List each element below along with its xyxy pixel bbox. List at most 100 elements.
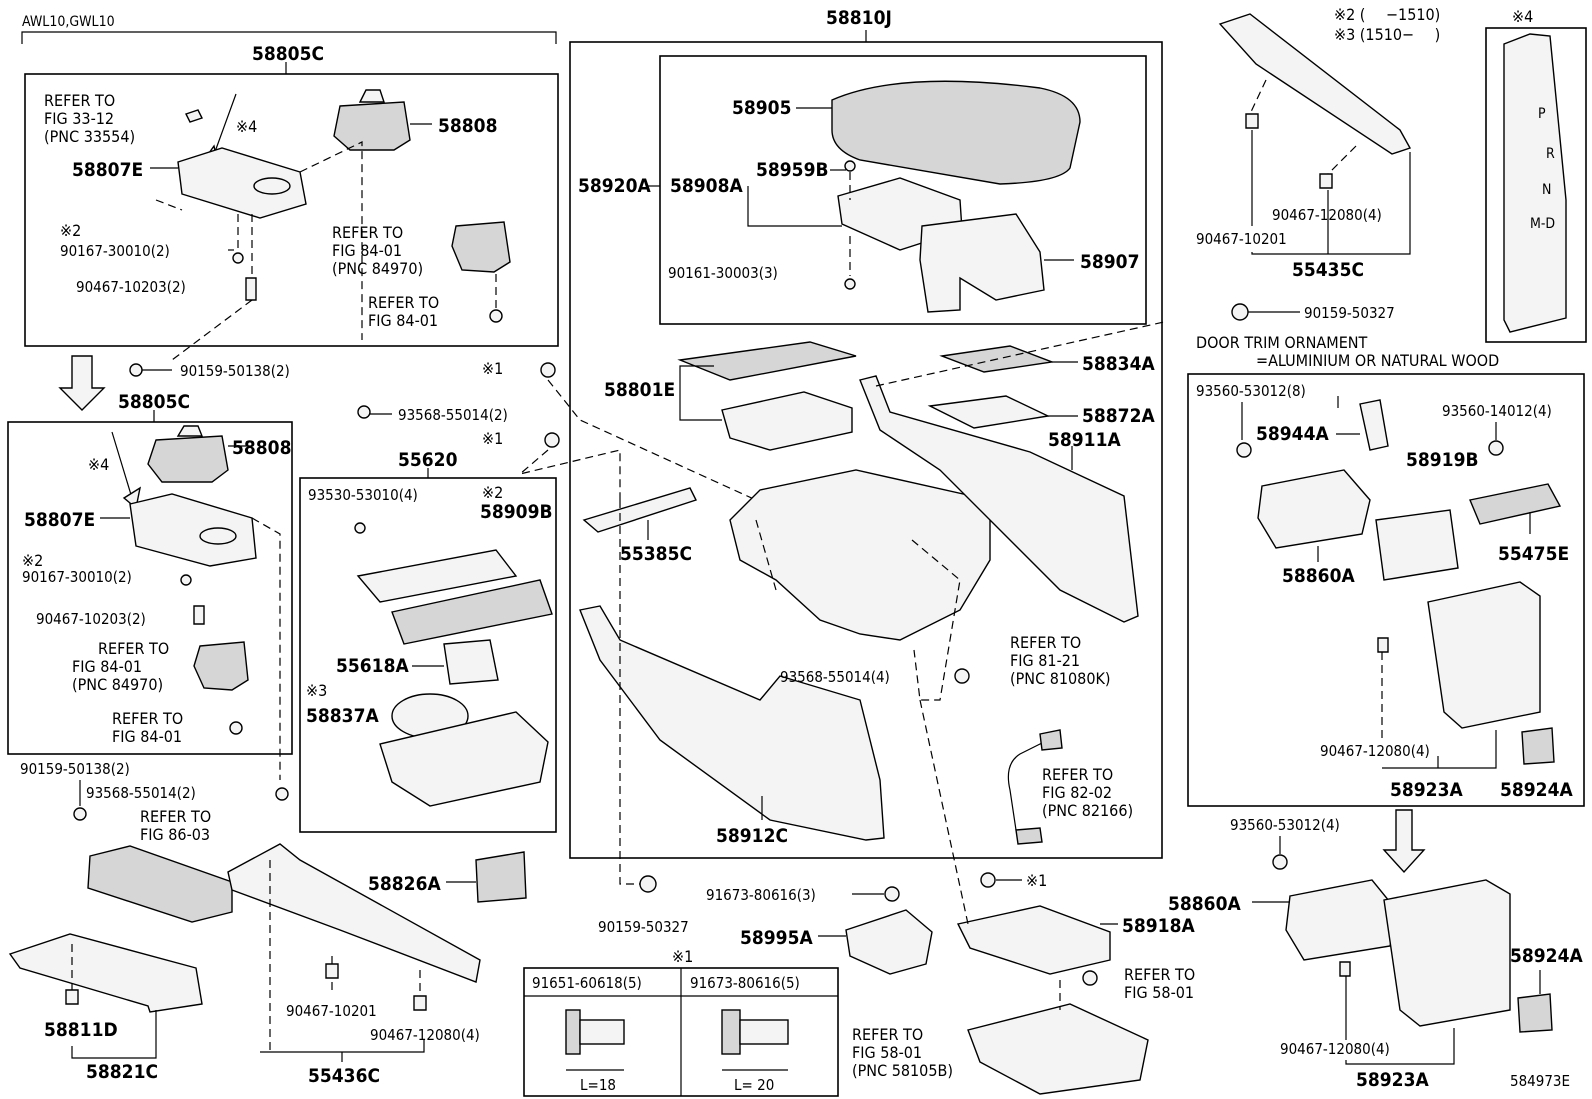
- part-90467-12080-c[interactable]: 90467-12080(4): [1320, 742, 1430, 760]
- part-90467-12080-d[interactable]: 90467-12080(4): [1280, 1040, 1390, 1058]
- bezel-58919B[interactable]: [1375, 509, 1459, 581]
- side-panel-58912C[interactable]: [579, 605, 885, 841]
- part-58995A[interactable]: 58995A: [740, 927, 813, 949]
- part-58807E-b[interactable]: 58807E: [24, 509, 95, 531]
- armrest-58905[interactable]: [831, 80, 1081, 185]
- part-58959B[interactable]: 58959B: [756, 159, 829, 181]
- part-90467-12080-a[interactable]: 90467-12080(4): [370, 1026, 480, 1044]
- part-55618A[interactable]: 55618A: [336, 655, 409, 677]
- tray-mat-58801E[interactable]: [677, 341, 857, 381]
- shift-knob-58808[interactable]: [333, 101, 411, 151]
- console-body[interactable]: [729, 469, 991, 641]
- part-90467-10201-b[interactable]: 90467-10201: [1196, 230, 1287, 248]
- part-90167-30010-b[interactable]: 90167-30010(2): [22, 568, 132, 586]
- part-93568-55014-b[interactable]: 93568-55014(2): [86, 784, 196, 802]
- side-trim-55436C[interactable]: [227, 843, 481, 983]
- part-58808-b[interactable]: 58808: [232, 437, 291, 459]
- ref-fig-81-21[interactable]: REFER TO FIG 81-21 (PNC 81080K): [1010, 633, 1111, 688]
- vent-58860A[interactable]: [1285, 879, 1399, 961]
- ref-fig-58-01-b[interactable]: REFER TO FIG 58-01 (PNC 58105B): [852, 1025, 953, 1080]
- lid-55620[interactable]: [391, 579, 553, 645]
- holder-55618A[interactable]: [443, 639, 499, 685]
- ornament-58944A[interactable]: [1359, 399, 1389, 451]
- mat-58872A[interactable]: [927, 395, 1051, 429]
- shift-indicator-plate[interactable]: [1503, 33, 1567, 333]
- part-58912C[interactable]: 58912C: [716, 825, 788, 847]
- part-58821C[interactable]: 58821C: [86, 1061, 158, 1083]
- part-58860A-b[interactable]: 58860A: [1168, 893, 1241, 915]
- part-90467-10203-b[interactable]: 90467-10203(2): [36, 610, 146, 628]
- shift-bezel-58807E[interactable]: [177, 147, 307, 219]
- part-58805C-b[interactable]: 58805C: [118, 391, 190, 413]
- part-58837A[interactable]: 58837A: [306, 705, 379, 727]
- part-93560-14012[interactable]: 93560-14012(4): [1442, 402, 1552, 420]
- bracket-58918A[interactable]: [956, 905, 1111, 975]
- part-58808-a[interactable]: 58808: [438, 115, 497, 137]
- part-58920A[interactable]: 58920A: [578, 175, 651, 197]
- part-58810J[interactable]: 58810J: [826, 7, 892, 29]
- part-90159-50138-b[interactable]: 90159-50138(2): [20, 760, 130, 778]
- part-90467-10203-a[interactable]: 90467-10203(2): [76, 278, 186, 296]
- part-90159-50327-a[interactable]: 90159-50327: [1304, 304, 1395, 322]
- ornament-55475E[interactable]: [1469, 483, 1562, 525]
- part-93568-55014-a[interactable]: 93568-55014(2): [398, 406, 508, 424]
- part-58909B[interactable]: 58909B: [480, 501, 553, 523]
- part-91673-80616-a[interactable]: 91673-80616(3): [706, 886, 816, 904]
- side-panel-58911A[interactable]: [859, 375, 1139, 623]
- shift-panel-upper[interactable]: [87, 845, 233, 923]
- part-58923A-a[interactable]: 58923A: [1390, 779, 1463, 801]
- part-93560-53012-a[interactable]: 93560-53012(8): [1196, 382, 1306, 400]
- bracket-lower[interactable]: [967, 1003, 1149, 1095]
- part-58811D[interactable]: 58811D: [44, 1019, 118, 1041]
- port-58924A[interactable]: [1521, 727, 1555, 765]
- part-55435C[interactable]: 55435C: [1292, 259, 1364, 281]
- part-55385C[interactable]: 55385C: [620, 543, 692, 565]
- console-end-58923A[interactable]: [1427, 581, 1541, 729]
- part-58801E[interactable]: 58801E: [604, 379, 675, 401]
- hinge-58907[interactable]: [919, 213, 1045, 313]
- part-58923A-b[interactable]: 58923A: [1356, 1069, 1429, 1091]
- ref-fig-84-01-a[interactable]: REFER TO FIG 84-01 (PNC 84970): [332, 223, 423, 278]
- tray-58801E[interactable]: [721, 391, 853, 451]
- console-end-58923A[interactable]: [1383, 879, 1511, 1027]
- part-90167-30010-a[interactable]: 90167-30010(2): [60, 242, 170, 260]
- part-58907[interactable]: 58907: [1080, 251, 1139, 273]
- part-58826A[interactable]: 58826A: [368, 873, 441, 895]
- part-58805C[interactable]: 58805C: [252, 43, 324, 65]
- part-58911A[interactable]: 58911A: [1048, 429, 1121, 451]
- part-58944A[interactable]: 58944A: [1256, 423, 1329, 445]
- part-90161-30003[interactable]: 90161-30003(3): [668, 264, 778, 282]
- part-58924A-a[interactable]: 58924A: [1500, 779, 1573, 801]
- cup-holder[interactable]: [379, 711, 549, 807]
- ref-fig-86-03[interactable]: REFER TO FIG 86-03: [140, 807, 211, 844]
- ref-fig-84-01-d[interactable]: REFER TO FIG 84-01: [112, 709, 183, 746]
- part-58908A[interactable]: 58908A: [670, 175, 743, 197]
- ref-fig-84-01-c[interactable]: REFER TO FIG 84-01 (PNC 84970): [72, 639, 169, 694]
- vent-58860A[interactable]: [1257, 469, 1371, 549]
- part-58807E-a[interactable]: 58807E: [72, 159, 143, 181]
- part-93568-55014-c[interactable]: 93568-55014(4): [780, 668, 890, 686]
- part-90467-10201-a[interactable]: 90467-10201: [286, 1002, 377, 1020]
- part-58860A-a[interactable]: 58860A: [1282, 565, 1355, 587]
- ref-fig-58-01-a[interactable]: REFER TO FIG 58-01: [1124, 965, 1195, 1002]
- port-58826A[interactable]: [475, 851, 527, 903]
- part-58918A[interactable]: 58918A: [1122, 915, 1195, 937]
- bracket-58995A[interactable]: [845, 909, 933, 975]
- part-58872A[interactable]: 58872A: [1082, 405, 1155, 427]
- shift-panel-58821C[interactable]: [8, 933, 203, 1013]
- part-93560-53012-b[interactable]: 93560-53012(4): [1230, 816, 1340, 834]
- part-58919B[interactable]: 58919B: [1406, 449, 1479, 471]
- part-55620[interactable]: 55620: [398, 449, 458, 471]
- part-55475E[interactable]: 55475E: [1498, 543, 1569, 565]
- shift-bezel-58807E[interactable]: [129, 493, 257, 567]
- part-93530-53010[interactable]: 93530-53010(4): [308, 486, 418, 504]
- ref-fig-33-12[interactable]: REFER TO FIG 33-12 (PNC 33554): [44, 91, 135, 146]
- part-58924A-b[interactable]: 58924A: [1510, 945, 1583, 967]
- part-58905[interactable]: 58905: [732, 97, 791, 119]
- part-90159-50327-b[interactable]: 90159-50327: [598, 918, 689, 936]
- port-58924A[interactable]: [1517, 993, 1553, 1033]
- shift-knob-58808[interactable]: [147, 435, 229, 483]
- bezel-58909B[interactable]: [356, 549, 518, 603]
- ref-fig-84-01-b[interactable]: REFER TO FIG 84-01: [368, 293, 439, 330]
- part-55436C[interactable]: 55436C: [308, 1065, 380, 1087]
